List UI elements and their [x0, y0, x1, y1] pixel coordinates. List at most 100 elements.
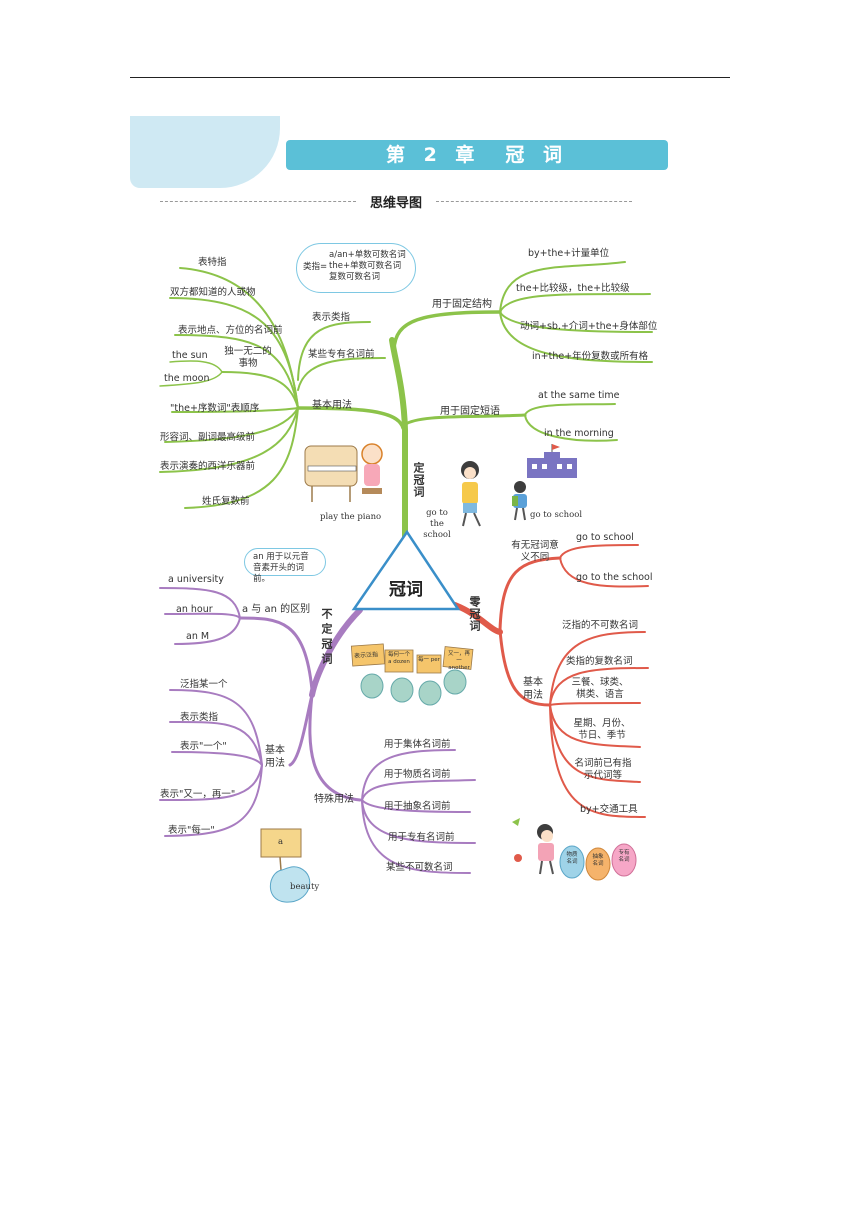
fixed-structure-item: in+the+年份复数或所有格	[532, 351, 649, 362]
fixed-structure-item: by+the+计量单位	[528, 248, 610, 259]
sp-line-3	[361, 799, 471, 813]
fixed-structure-label: 用于固定结构	[432, 299, 492, 310]
zero-basic-item: 名词前已有指示代词等	[574, 758, 632, 781]
sp-line-1	[361, 749, 456, 801]
zero-sign-text: 专有名词	[618, 850, 630, 863]
fs-line-4	[499, 311, 653, 363]
indefinite-signs-illustration	[350, 643, 474, 706]
difference-item: a university	[168, 574, 224, 585]
definite-basic-item: 表特指	[198, 257, 227, 268]
top-rule	[130, 77, 730, 78]
basic-line-2	[169, 297, 299, 409]
piano-caption: play the piano	[320, 512, 382, 522]
meaning-label: 有无冠词意义不同	[511, 540, 559, 563]
indefinite-basic-label: 基本用法	[265, 745, 285, 769]
meaning-branch	[498, 556, 562, 632]
special-branch	[308, 693, 362, 802]
ib-line-3	[171, 751, 263, 766]
fixed-structure-item: the+比较级，the+比较级	[516, 283, 630, 294]
core-topic: 冠词	[389, 580, 423, 600]
definite-trunk	[389, 337, 408, 543]
chapter-title: 第 2 章 冠 词	[286, 140, 668, 170]
indefinite-basic-item: 表示"每一"	[168, 825, 215, 836]
definite-unique-label: 独一无二的事物	[224, 346, 272, 369]
a-sign-caption: a	[278, 837, 284, 847]
ib-line-5	[164, 764, 263, 837]
definite-proper-label: 某些专有名词前	[308, 349, 375, 360]
zb-line-6	[549, 704, 646, 818]
special-item: 用于抽象名词前	[384, 801, 451, 812]
unique-moon-line	[159, 371, 223, 387]
diff-line-2	[164, 612, 241, 619]
unique-example: the sun	[172, 350, 208, 361]
definite-basic-item: 表示地点、方位的名词前	[178, 325, 283, 336]
fs-line-1	[499, 261, 626, 313]
fixed-phrase-item: in the morning	[544, 428, 614, 439]
definite-label: 定冠词	[412, 462, 425, 498]
zb-line-5	[549, 704, 641, 783]
fp-line-2	[524, 414, 618, 442]
fs-line-3	[499, 311, 653, 333]
basic-line-3	[174, 334, 299, 409]
zb-line-2	[549, 667, 649, 706]
definite-basic-item: 姓氏复数前	[202, 496, 250, 507]
indefinite-basic-item: 泛指某一个	[180, 679, 228, 690]
zb-line-3	[549, 702, 641, 706]
zero-trunk	[452, 602, 503, 635]
indefinite-basic-item: 表示"又一，再一"	[160, 789, 236, 800]
unique-sun-line	[169, 360, 223, 373]
sign-text: 每何一个 a dozen	[387, 652, 410, 665]
basic-line-6	[159, 407, 299, 473]
zero-basic-item: 三餐、球类、棋类、语言	[571, 677, 629, 700]
sign-text: 又一，再一 another	[447, 651, 470, 671]
special-item: 用于物质名词前	[384, 769, 451, 780]
chapter-banner: 第 2 章 冠 词	[130, 116, 670, 196]
piano-illustration	[304, 443, 383, 502]
zb-line-4	[549, 704, 641, 748]
class-bubble-line: a/an+单数可数名词	[329, 250, 406, 260]
subtitle-divider-right	[436, 201, 632, 202]
basic-line-5	[164, 407, 299, 443]
fixed-phrase-label: 用于固定短语	[440, 406, 500, 417]
zero-branches	[452, 544, 649, 818]
go-to-the-school-caption: go to the school	[423, 508, 451, 540]
indefinite-basic-item: 表示"一个"	[180, 741, 227, 752]
zero-basic-item: 类指的复数名词	[566, 656, 633, 667]
indefinite-branches	[159, 587, 476, 874]
zero-basic-item: 星期、月份、节日、季节	[573, 718, 631, 741]
definite-class-label: 表示类指	[312, 312, 351, 323]
difference-item: an hour	[176, 604, 213, 615]
sign-text: 每一 per	[418, 657, 440, 663]
definite-branches	[159, 261, 653, 543]
class-bubble-line: 复数可数名词	[329, 272, 381, 282]
sp-line-2	[361, 779, 476, 801]
banner-cloud-decoration	[130, 116, 280, 188]
zero-sign-text: 物质名词	[566, 852, 578, 865]
zero-label: 零冠词	[468, 596, 481, 632]
diff-line-1	[159, 587, 241, 619]
ib-line-2	[169, 720, 263, 766]
basic-line-7	[184, 407, 299, 509]
fixed-structure-branch	[392, 310, 502, 352]
special-item: 某些不可数名词	[386, 862, 453, 873]
indefinite-label: 不定冠词	[320, 608, 333, 668]
core-triangle	[351, 529, 461, 611]
beauty-illustration	[260, 828, 311, 903]
class-bubble: 类指= a/an+单数可数名词 the+单数可数名词 复数可数名词	[296, 243, 416, 293]
definite-basic-item: 双方都知道的人或物	[170, 287, 256, 298]
difference-item: an M	[186, 631, 210, 642]
ib-line-1	[169, 689, 263, 766]
an-bubble: an 用于以元音音素开头的词前。	[244, 548, 326, 584]
special-item: 用于专有名词前	[388, 832, 455, 843]
zero-basic-item: 泛指的不可数名词	[562, 620, 639, 631]
zero-basic-item: by+交通工具	[580, 804, 638, 815]
basic-line-4	[171, 407, 299, 413]
fixed-structure-item: 动词+sb.+介词+the+身体部位	[520, 321, 658, 332]
definite-basic-item: 形容词、副词最高级前	[160, 432, 256, 443]
beauty-caption: beauty	[290, 882, 320, 892]
meaning-line-2	[559, 557, 649, 588]
meaning-item: go to school	[576, 532, 634, 543]
zero-basic-label: 基本用法	[523, 677, 543, 701]
definite-basic-label: 基本用法	[312, 400, 352, 411]
